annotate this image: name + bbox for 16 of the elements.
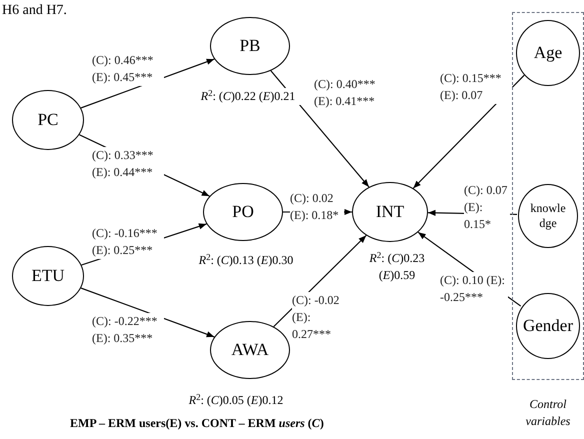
- edge-label: (C): 0.33*** (E): 0.44***: [92, 147, 164, 181]
- node-label: PC: [38, 109, 58, 131]
- edge-label: (C): -0.22*** (E): 0.35***: [92, 313, 164, 347]
- node-label: Age: [534, 42, 562, 64]
- arrow: [80, 288, 214, 338]
- construct-ellipse: [352, 182, 428, 242]
- node-label: AWA: [231, 339, 269, 361]
- node-label: PO: [232, 201, 254, 223]
- node-label: PB: [240, 35, 260, 57]
- node-label: INT: [376, 201, 404, 223]
- node-label: knowledge: [529, 201, 567, 231]
- group-note: EMP – ERM users(E) vs. CONT – ERM users(C): [70, 415, 324, 432]
- node-label: ETU: [31, 265, 65, 287]
- group-box: [512, 12, 584, 380]
- heading-fragment: H6 and H7.: [2, 2, 67, 20]
- node-label: Gender: [522, 315, 574, 337]
